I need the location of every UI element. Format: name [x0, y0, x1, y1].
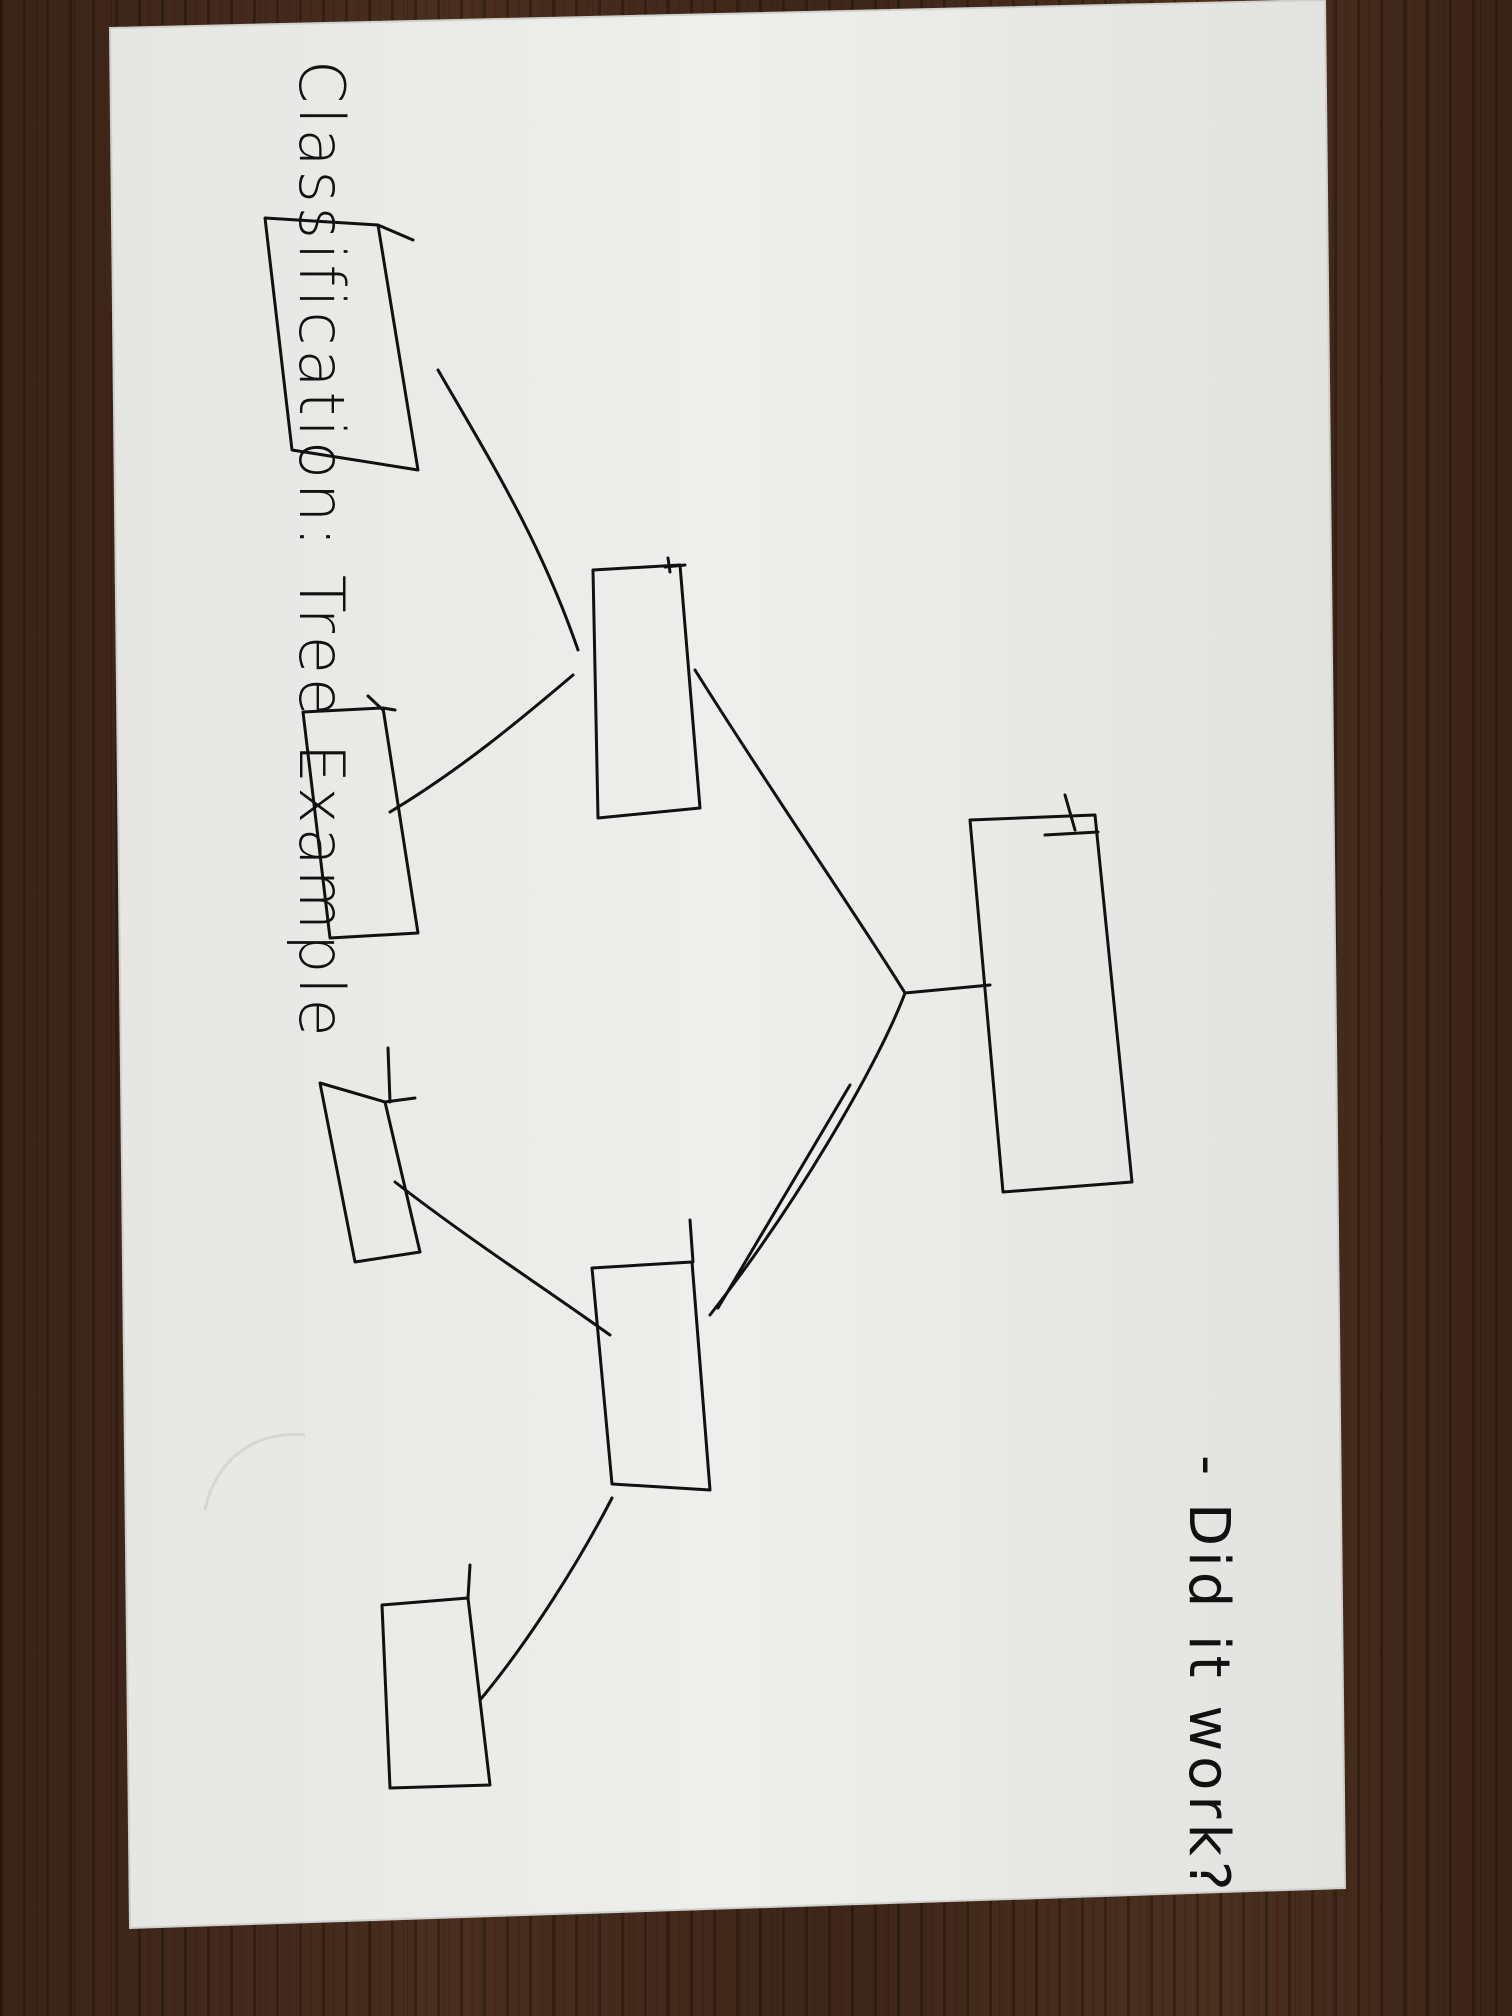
side-note: - Did it work?: [1176, 1455, 1241, 1896]
edge-root-to-right-child-stroke2: [716, 1083, 852, 1310]
tree-node-left-child: [591, 556, 702, 820]
edge-right-child-to-bottom-leaf: [478, 1496, 614, 1702]
paper-surface: [108, 0, 1347, 1930]
tree-leaf-upper-middle: [301, 694, 420, 940]
paper-crease-mark: [203, 1432, 306, 1511]
tree-leaf-bottom: [380, 1563, 492, 1790]
tree-node-root: [968, 793, 1134, 1194]
edge-right-child-to-lower-leaf: [393, 1180, 612, 1337]
edge-left-child-to-top-leaf: [436, 368, 580, 652]
edge-left-child-to-middle-leaf: [388, 673, 575, 814]
diagram-title: Classification: Tree Example: [285, 60, 358, 1041]
tree-leaf-lower-middle: [318, 1046, 422, 1264]
edge-root-to-right-child: [708, 991, 907, 1317]
tree-leaf-top: [263, 216, 420, 472]
edge-root-to-left-child: [693, 668, 992, 995]
tree-node-right-child: [590, 1218, 712, 1492]
